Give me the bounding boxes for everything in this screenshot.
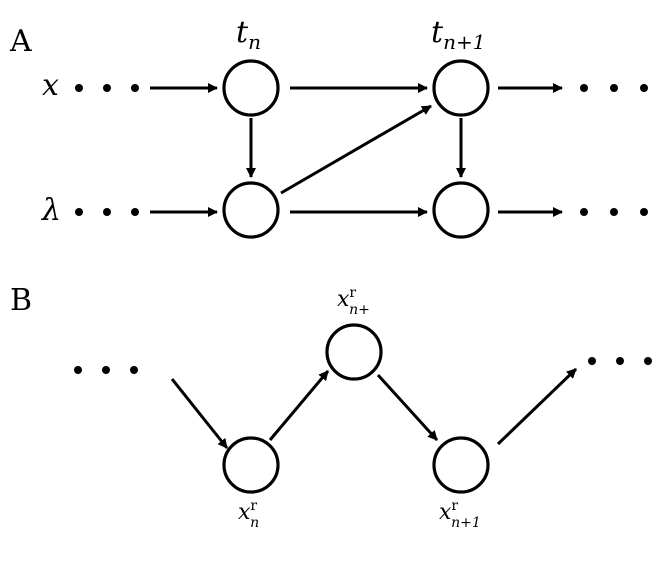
row-label-x: x — [42, 68, 59, 103]
ellipsis-a-x-right — [580, 84, 648, 92]
node-lambda-n1 — [432, 181, 490, 239]
edge-xnplus-to-xn1 — [376, 373, 439, 442]
node-lambda-n — [222, 181, 280, 239]
panel-a-label: A — [9, 24, 32, 59]
node-x-n — [222, 59, 280, 117]
edge-b-in — [170, 378, 229, 449]
node-xr-n-plus — [325, 323, 383, 381]
ellipsis-a-x-left — [75, 84, 139, 92]
ellipsis-a-lambda-left — [75, 208, 139, 216]
ellipsis-a-lambda-right — [580, 208, 648, 216]
node-xr-n — [222, 436, 280, 494]
edge-b-out — [496, 367, 578, 446]
edge-xn-to-xnplus — [268, 370, 330, 441]
panel-b-label: B — [10, 283, 32, 318]
time-label-t-n-plus-1: tn+1 — [431, 15, 485, 54]
edge-lambda-n-to-x-n1 — [280, 104, 432, 195]
ellipsis-b-left — [74, 366, 138, 374]
node-x-n1 — [432, 59, 490, 117]
row-label-lambda: λ — [41, 193, 61, 228]
ellipsis-b-right — [588, 357, 652, 365]
time-label-t-n: tn — [236, 15, 261, 54]
panel-a: A tn tn+1 x λ — [9, 15, 648, 239]
node-xr-n1 — [432, 436, 490, 494]
